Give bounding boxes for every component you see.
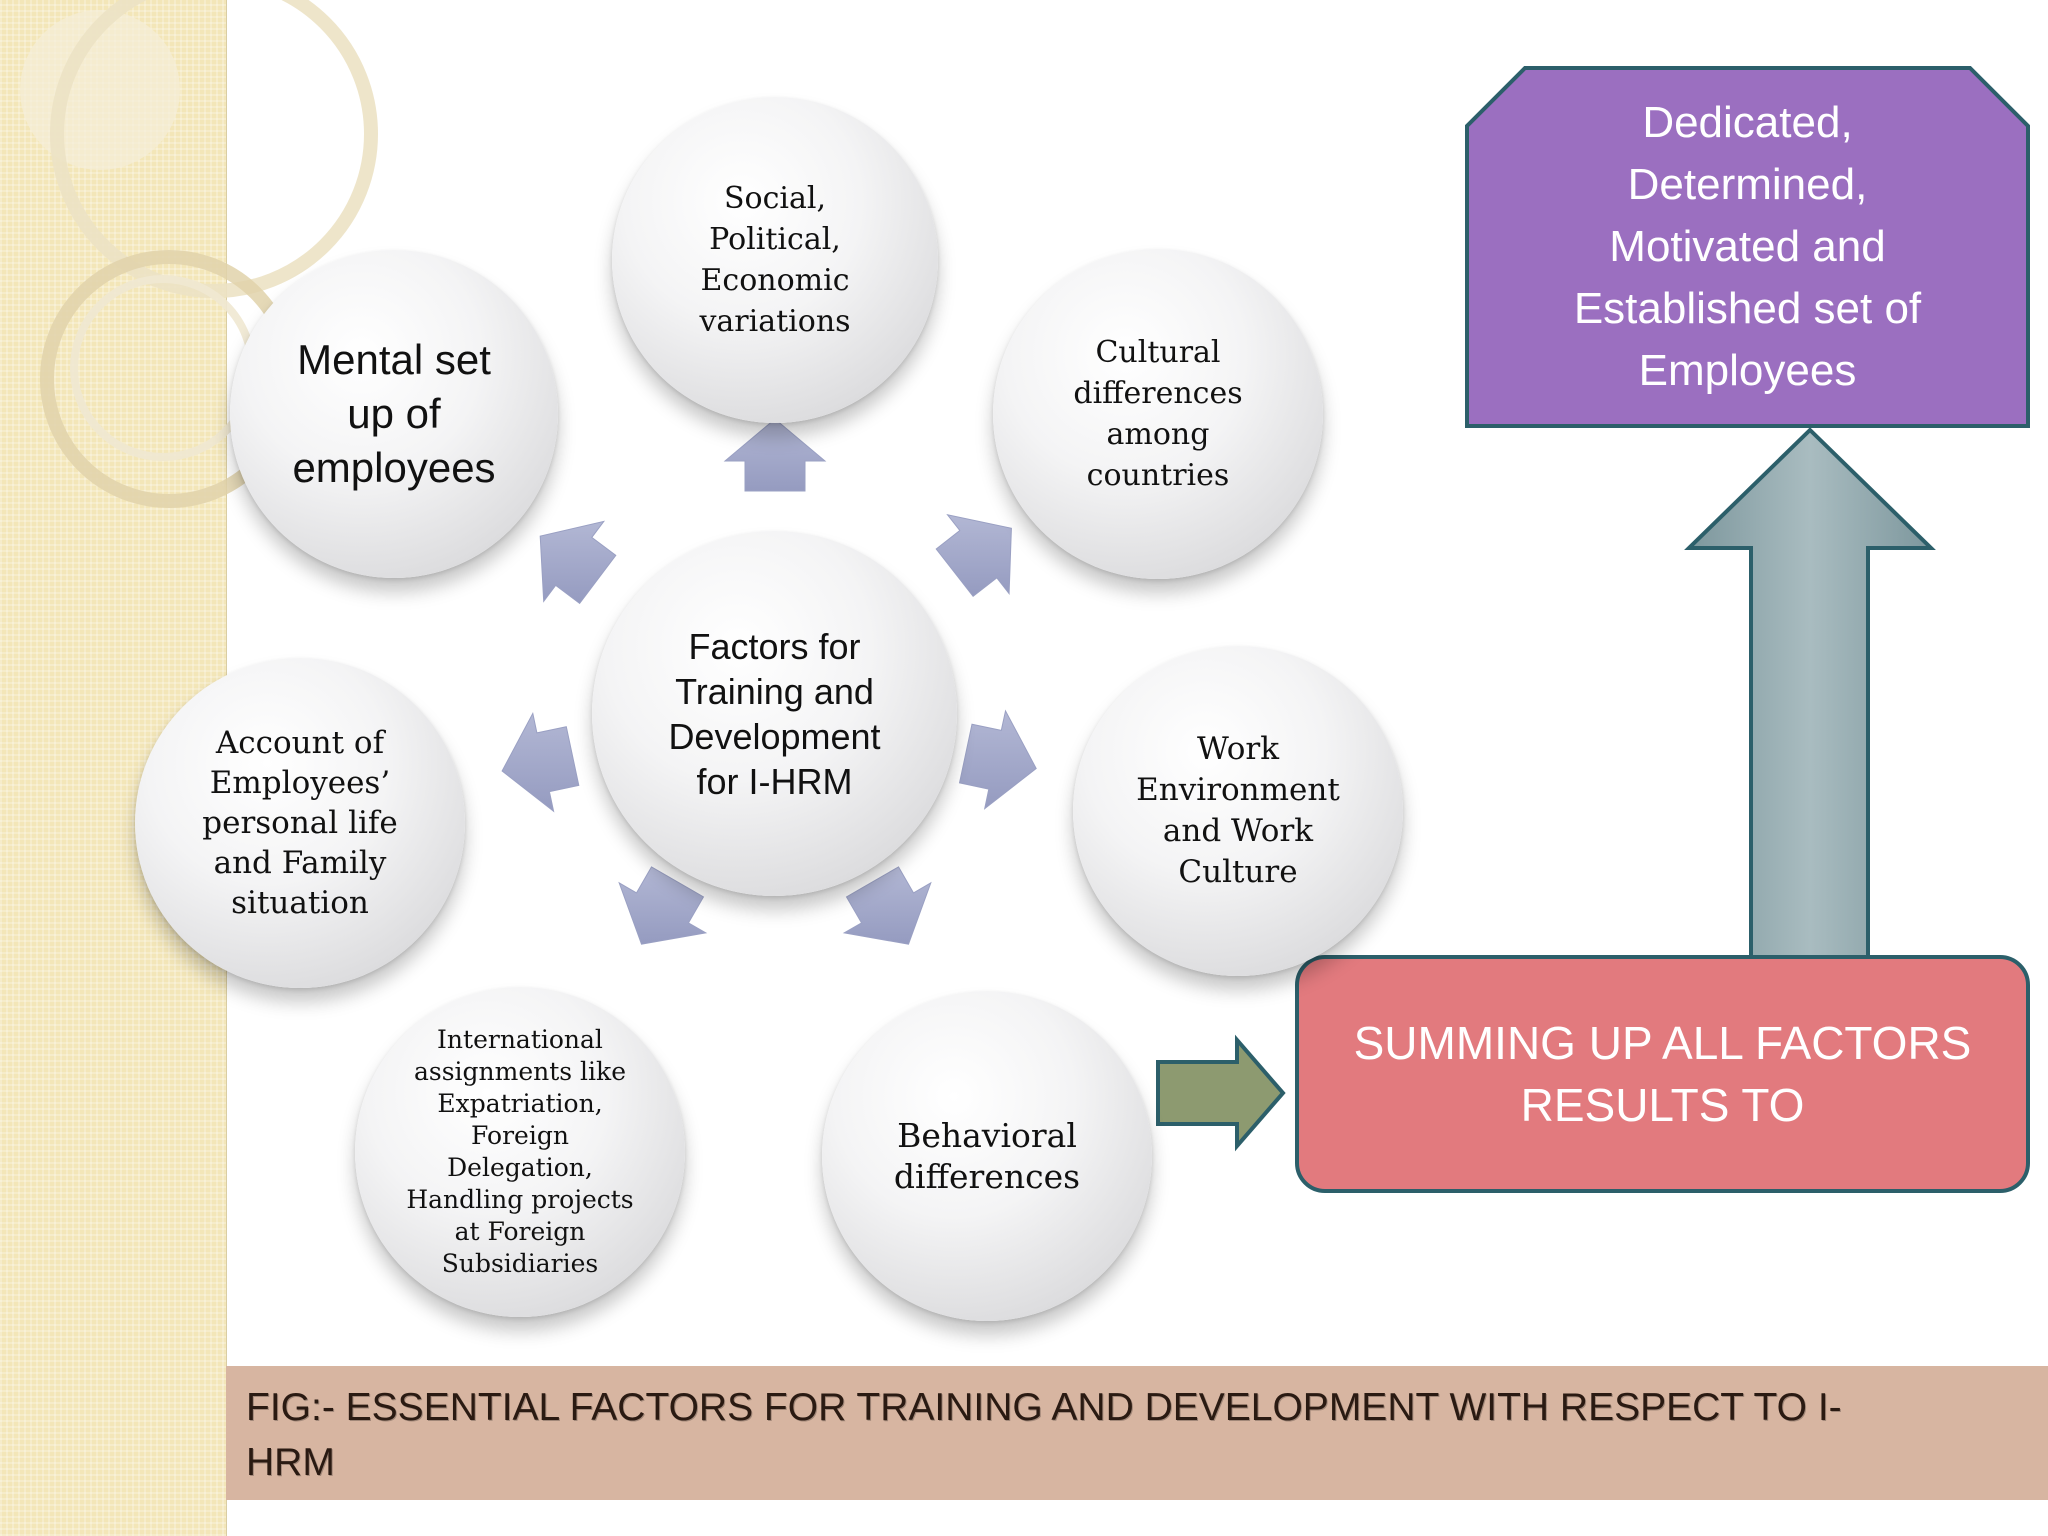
caption-text: FIG:- ESSENTIAL FACTORS FOR TRAINING AND…	[246, 1386, 1842, 1484]
arrow-to-behavioral	[842, 866, 932, 945]
arrow-to-account	[501, 711, 580, 813]
arrow-to-mental	[539, 520, 617, 605]
factor-circle-mental: Mental set up of employees	[230, 250, 558, 578]
factor-circle-work: Work Environment and Work Culture	[1073, 646, 1403, 976]
result-box-shape	[1465, 66, 2030, 428]
radial-arrows	[501, 418, 1037, 945]
factor-label: Account of Employees’ personal life and …	[202, 725, 398, 921]
arrow-to-work	[958, 709, 1037, 810]
factor-circle-social: Social, Political, Economic variations	[612, 97, 938, 423]
factor-label: Mental set up of employees	[292, 336, 496, 491]
summary-box: SUMMING UP ALL FACTORS RESULTS TO	[1295, 955, 2030, 1193]
factor-label: Work Environment and Work Culture	[1136, 731, 1340, 890]
arrow-to-social	[723, 418, 827, 492]
figure-caption: FIG:- ESSENTIAL FACTORS FOR TRAINING AND…	[226, 1366, 2048, 1500]
factor-label: Cultural differences among countries	[1073, 335, 1243, 493]
factor-circle-cultural: Cultural differences among countries	[993, 249, 1323, 579]
result-box-text: Dedicated, Determined, Motivated and Est…	[1573, 98, 1922, 395]
result-box: Dedicated, Determined, Motivated and Est…	[1465, 66, 2030, 428]
factor-circle-behavioral: Behavioral differences	[822, 991, 1152, 1321]
summary-box-text: SUMMING UP ALL FACTORS RESULTS TO	[1353, 1017, 1972, 1131]
factor-circle-account: Account of Employees’ personal life and …	[135, 658, 465, 988]
factor-label: Social, Political, Economic variations	[699, 181, 851, 339]
factor-circle-international: International assignments like Expatriat…	[355, 987, 685, 1317]
result-up-arrow	[1684, 427, 1936, 959]
arrow-to-international	[618, 866, 708, 945]
arrow-to-cultural	[935, 514, 1012, 598]
center-label: Factors for Training and Development for…	[668, 625, 881, 802]
center-circle: Factors for Training and Development for…	[592, 531, 957, 896]
factor-label: International assignments like Expatriat…	[406, 1025, 634, 1278]
factor-label: Behavioral differences	[893, 1116, 1081, 1196]
summary-arrow	[1156, 1034, 1286, 1152]
